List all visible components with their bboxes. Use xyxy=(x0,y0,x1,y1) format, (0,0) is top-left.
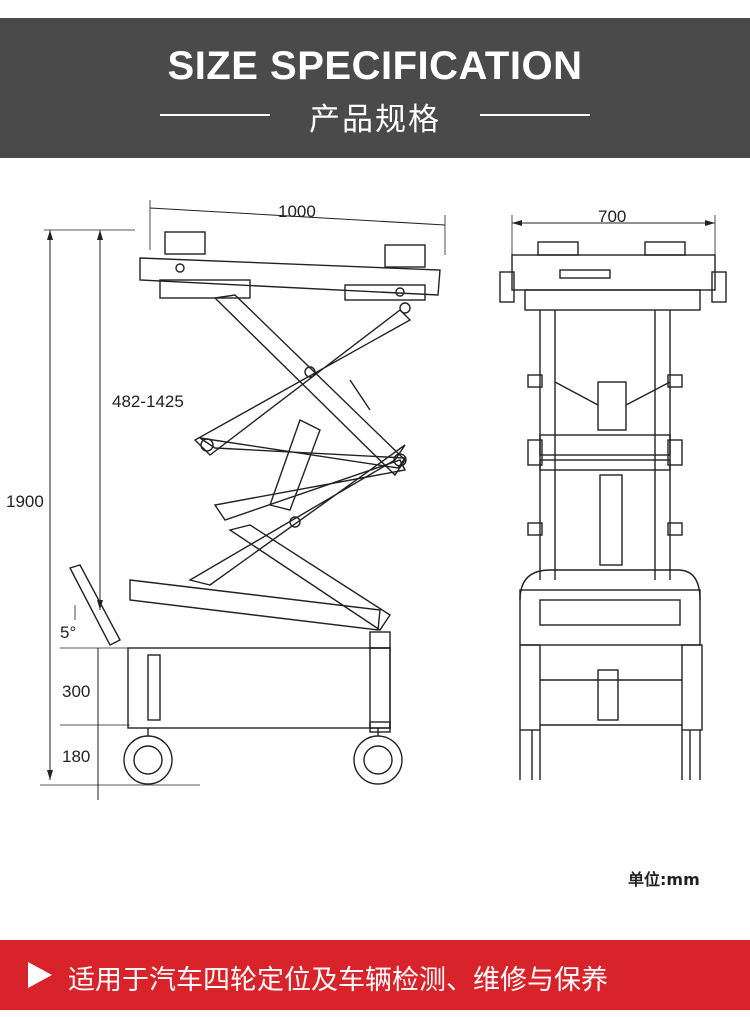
front-view-drawing xyxy=(499,215,727,780)
side-view-drawing xyxy=(40,200,446,800)
section-title: SIZE SPECIFICATION xyxy=(167,44,583,88)
dim-wheel-height: 180 xyxy=(62,747,90,766)
divider-left xyxy=(160,114,270,116)
dimension-labels: 1000 700 1900 482-1425 5° 300 180 xyxy=(6,202,626,766)
divider-right xyxy=(480,114,590,116)
dim-lift-range: 482-1425 xyxy=(112,392,184,411)
dim-tilt-angle: 5° xyxy=(60,623,76,642)
unit-label: 单位:mm xyxy=(628,870,700,889)
play-arrow-icon xyxy=(28,962,52,988)
footer-banner: 适用于汽车四轮定位及车辆检测、维修与保养 xyxy=(0,940,750,1010)
lift-dimension-drawing: 1000 700 1900 482-1425 5° 300 180 xyxy=(6,200,727,800)
dim-total-height: 1900 xyxy=(6,492,44,511)
header-banner: SIZE SPECIFICATION 产品规格 xyxy=(0,18,750,158)
dim-base-height: 300 xyxy=(62,682,90,701)
footer-caption: 适用于汽车四轮定位及车辆检测、维修与保养 xyxy=(68,965,608,996)
section-subtitle: 产品规格 xyxy=(309,102,441,138)
dim-width: 700 xyxy=(598,207,626,226)
dim-platform-length: 1000 xyxy=(278,202,316,221)
